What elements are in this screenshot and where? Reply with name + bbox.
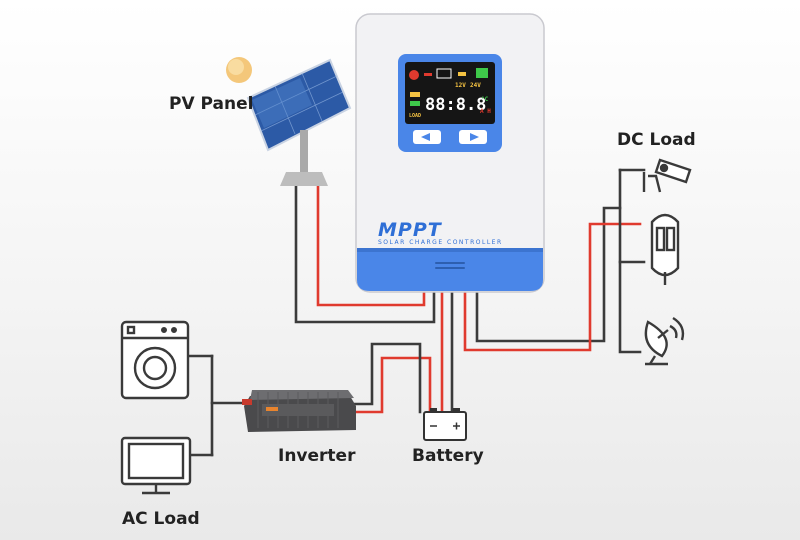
street-light-icon <box>650 213 680 285</box>
dc-wire-negative <box>475 206 622 343</box>
lcd-voltage-b: 24V <box>470 82 481 89</box>
battery-label: Battery <box>412 446 484 466</box>
battery-icon <box>423 408 467 441</box>
solar-panel-icon <box>246 58 352 186</box>
dc-bus <box>618 168 642 354</box>
lcd-unit-c: °C <box>481 96 489 103</box>
inverter-wire-positive <box>348 356 432 414</box>
inverter-label: Inverter <box>278 446 356 466</box>
right-arrow-icon <box>470 133 479 141</box>
security-camera-icon <box>642 158 692 193</box>
inverter-icon <box>242 390 356 432</box>
ac-load-label: AC Load <box>122 509 200 529</box>
pv-wire-positive <box>316 184 426 307</box>
lcd-screen <box>405 62 495 124</box>
left-arrow-icon <box>421 133 430 141</box>
monitor-icon <box>120 436 192 495</box>
satellite-dish-icon <box>644 316 685 366</box>
controller-brand: MPPT <box>378 219 442 241</box>
lcd-voltage-a: 12V <box>455 82 466 89</box>
lcd-reading: 88:8.8 <box>425 95 487 115</box>
inverter-wire-negative <box>348 342 422 414</box>
lcd-battery-icon <box>476 68 488 78</box>
dc-load-label: DC Load <box>617 130 696 150</box>
pv-panel-label: PV Panel <box>169 94 254 114</box>
washing-machine-icon <box>120 320 190 400</box>
lcd-sun-icon <box>409 70 419 80</box>
lcd-load: LOAD <box>409 113 422 119</box>
controller-subtitle: SOLAR CHARGE CONTROLLER <box>378 239 503 246</box>
dc-wire-positive <box>463 222 642 352</box>
pv-wire-negative <box>294 184 436 324</box>
lcd-unit-ah: A H <box>480 108 491 115</box>
charge-controller <box>355 13 545 293</box>
sun-icon <box>226 57 252 83</box>
